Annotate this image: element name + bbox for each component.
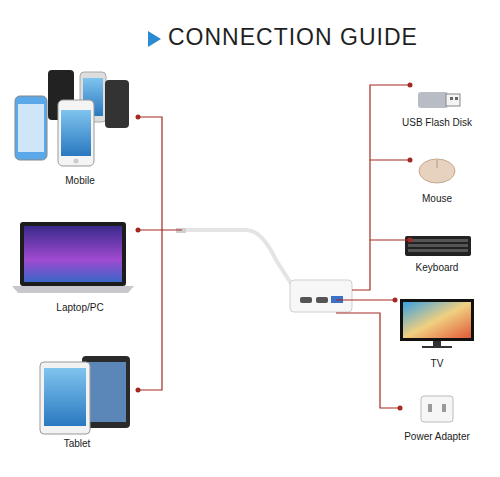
device-label: TV (431, 358, 444, 369)
device-label: Mobile (65, 175, 94, 186)
usb-flash-illustration (418, 92, 460, 108)
device-node: Tablet (64, 438, 91, 449)
keyboard-illustration (405, 236, 471, 256)
guide-title: CONNECTION GUIDE (168, 24, 418, 51)
mouse-illustration (419, 159, 455, 183)
device-node: USB Flash Disk (402, 117, 472, 128)
power-adapter-illustration (421, 396, 453, 422)
device-label: Power Adapter (404, 431, 470, 442)
laptop-illustration (12, 222, 134, 293)
device-node: Keyboard (416, 262, 459, 273)
device-node: Mobile (65, 175, 94, 186)
device-node: Mouse (422, 193, 452, 204)
device-node: TV (431, 358, 444, 369)
tv-illustration (400, 299, 474, 348)
device-label: Tablet (64, 438, 91, 449)
leader-dots (136, 83, 413, 411)
device-label: Mouse (422, 193, 452, 204)
device-label: USB Flash Disk (402, 117, 472, 128)
device-node: Laptop/PC (56, 302, 103, 313)
device-label: Keyboard (416, 262, 459, 273)
mobile-illustration (15, 70, 129, 166)
device-node: Power Adapter (404, 431, 470, 442)
tablet-illustration (40, 356, 130, 434)
device-label: Laptop/PC (56, 302, 103, 313)
hub-adapter (176, 228, 352, 312)
title-icon (148, 31, 161, 47)
leader-lines (138, 85, 410, 408)
